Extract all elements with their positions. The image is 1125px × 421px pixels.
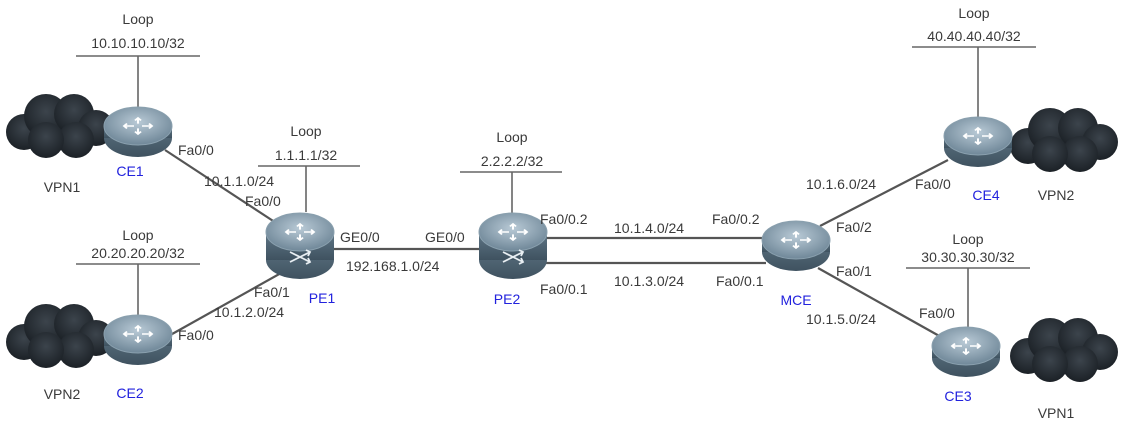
vpn-label-ce4: VPN2 bbox=[1038, 187, 1075, 203]
router-icon bbox=[762, 221, 830, 271]
mce-port-fa02-label: Fa0/2 bbox=[836, 219, 872, 235]
loopback-pe2 bbox=[460, 171, 562, 218]
ce1-port-label: Fa0/0 bbox=[178, 142, 214, 158]
mce-port-fa002-label: Fa0/0.2 bbox=[712, 211, 760, 227]
ce4-loop-title: Loop bbox=[958, 5, 989, 21]
subnet-pe2-mce-b: 10.1.3.0/24 bbox=[614, 273, 684, 289]
mce-name: MCE bbox=[780, 292, 811, 308]
pe2-port-ge00-label: GE0/0 bbox=[425, 229, 465, 245]
pe1-name: PE1 bbox=[309, 290, 336, 306]
mce-port-fa001-label: Fa0/0.1 bbox=[716, 273, 764, 289]
pe1-loop-address: 1.1.1.1/32 bbox=[275, 147, 337, 163]
pe-router-icon bbox=[266, 213, 334, 279]
ce4-name: CE4 bbox=[972, 187, 999, 203]
pe2-loop-address: 2.2.2.2/32 bbox=[481, 153, 543, 169]
ce4-loop-address: 40.40.40.40/32 bbox=[927, 28, 1021, 44]
pe2-port-fa001-label: Fa0/0.1 bbox=[540, 281, 588, 297]
vpn-label-ce3: VPN1 bbox=[1038, 405, 1075, 421]
link-ce1-pe1 bbox=[164, 149, 291, 233]
subnet-ce2-pe1: 10.1.2.0/24 bbox=[214, 304, 284, 320]
ce2-loop-title: Loop bbox=[122, 227, 153, 243]
loopback-ce3 bbox=[906, 267, 1030, 330]
subnet-pe2-mce-a: 10.1.4.0/24 bbox=[614, 220, 684, 236]
vpn-label-ce1: VPN1 bbox=[44, 179, 81, 195]
ce3-loop-address: 30.30.30.30/32 bbox=[921, 249, 1015, 265]
ce1-loop-address: 10.10.10.10/32 bbox=[91, 35, 185, 51]
ce3-loop-title: Loop bbox=[952, 231, 983, 247]
router-icon bbox=[104, 107, 172, 157]
cloud-icon bbox=[1010, 108, 1118, 172]
loopback-pe1 bbox=[258, 165, 360, 212]
cloud-icon bbox=[6, 304, 114, 368]
cloud-icon bbox=[1010, 318, 1118, 382]
link-mce-ce4 bbox=[819, 159, 949, 227]
ce1-loop-title: Loop bbox=[122, 11, 153, 27]
ce1-name: CE1 bbox=[116, 163, 143, 179]
link-mce-ce3 bbox=[817, 267, 951, 343]
cloud-icon bbox=[6, 94, 114, 158]
link-ce2-pe1 bbox=[164, 267, 291, 339]
loopback-ce4 bbox=[912, 46, 1036, 118]
router-icon bbox=[944, 117, 1012, 167]
loopback-ce2 bbox=[76, 263, 200, 318]
subnet-pe1-pe2: 192.168.1.0/24 bbox=[346, 258, 440, 274]
subnet-ce1-pe1: 10.1.1.0/24 bbox=[204, 173, 274, 189]
pe2-loop-title: Loop bbox=[496, 129, 527, 145]
subnet-mce-ce4: 10.1.6.0/24 bbox=[806, 176, 876, 192]
pe1-port-ge00-label: GE0/0 bbox=[340, 229, 380, 245]
pe1-port-fa01-label: Fa0/1 bbox=[254, 284, 290, 300]
pe2-name: PE2 bbox=[494, 291, 521, 307]
loopback-ce1 bbox=[76, 55, 200, 112]
ce2-port-label: Fa0/0 bbox=[178, 327, 214, 343]
ce4-port-label: Fa0/0 bbox=[915, 176, 951, 192]
router-icon bbox=[104, 315, 172, 365]
mce-port-fa01-label: Fa0/1 bbox=[836, 263, 872, 279]
ce2-name: CE2 bbox=[116, 385, 143, 401]
pe-router-icon bbox=[479, 213, 547, 279]
pe1-loop-title: Loop bbox=[290, 123, 321, 139]
ce3-name: CE3 bbox=[944, 388, 971, 404]
subnet-mce-ce3: 10.1.5.0/24 bbox=[806, 311, 876, 327]
ce3-port-label: Fa0/0 bbox=[919, 305, 955, 321]
ce2-loop-address: 20.20.20.20/32 bbox=[91, 245, 185, 261]
pe1-port-fa00-label: Fa0/0 bbox=[245, 193, 281, 209]
pe2-port-fa002-label: Fa0/0.2 bbox=[540, 211, 588, 227]
router-icon bbox=[932, 327, 1000, 377]
vpn-label-ce2: VPN2 bbox=[44, 386, 81, 402]
